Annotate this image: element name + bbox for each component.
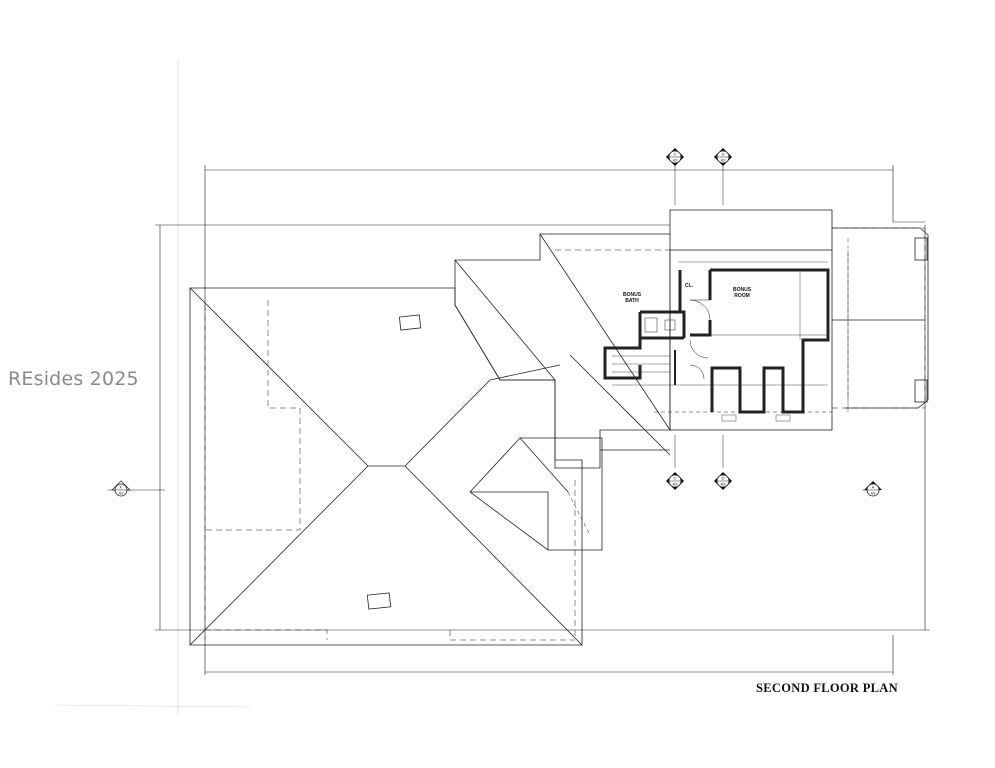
section-marker-mid-right: D A9 — [714, 472, 732, 490]
plan-title: SECOND FLOOR PLAN — [756, 681, 898, 695]
interior-dimensions — [612, 250, 849, 422]
section-leaders — [108, 164, 880, 491]
closet-label: CL. — [685, 283, 694, 289]
bonus-room-label-2: ROOM — [734, 293, 750, 299]
connector-roof — [454, 233, 671, 469]
watermark: REsides 2025 — [8, 368, 139, 390]
marker-top-label: C — [674, 476, 677, 481]
marker-top-label: A — [872, 485, 875, 490]
marker-sheet-label: A9 — [721, 158, 727, 163]
section-marker-top-right: D A9 — [714, 148, 732, 166]
marker-sheet-label: A9 — [871, 491, 877, 496]
marker-top-label: F — [120, 485, 123, 490]
marker-top-label: D — [722, 476, 725, 481]
section-marker-mid-left: C A9 — [666, 472, 684, 490]
marker-sheet-label: A9 — [119, 491, 125, 496]
marker-sheet-label: A9 — [673, 158, 679, 163]
bonus-room-label-1: BONUS — [733, 287, 752, 293]
marker-sheet-label: A9 — [673, 482, 679, 487]
bonus-bath-label-1: BONUS — [623, 292, 642, 298]
gable-dormer — [469, 437, 603, 551]
section-marker-right: A A9 — [864, 481, 882, 497]
door-swings — [689, 299, 711, 380]
bonus-bath-label-2: BATH — [625, 298, 639, 304]
marker-top-label: D — [722, 152, 725, 157]
marker-sheet-label: A9 — [721, 482, 727, 487]
section-marker-left: F A9 — [111, 480, 131, 497]
dimension-lines — [54, 60, 930, 715]
marker-top-label: C — [674, 152, 677, 157]
section-marker-top-left: C A9 — [666, 148, 684, 166]
second-floor-block — [654, 209, 929, 431]
